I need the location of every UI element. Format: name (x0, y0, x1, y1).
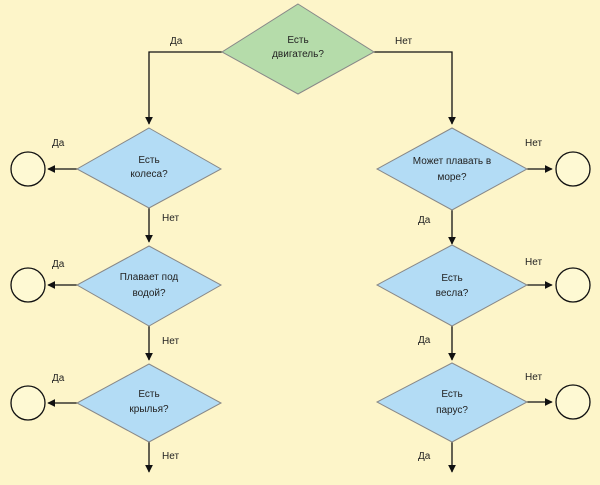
diamond-root (221, 3, 375, 95)
terminal-right1 (555, 151, 591, 187)
edge-root-yes (145, 51, 222, 125)
decision-root: Есть двигатель? (221, 3, 375, 95)
diamond-left3 (75, 363, 223, 443)
connectors (47, 51, 553, 473)
terminal-left3 (10, 385, 46, 421)
terminal-left1 (10, 151, 46, 187)
diamond-right2 (375, 244, 529, 327)
left1-line-1: Есть (138, 155, 159, 166)
label-left3-no: Нет (162, 451, 179, 462)
label-right1-yes: Да (418, 215, 431, 226)
terminal-left2 (10, 267, 46, 303)
label-root-no: Нет (395, 36, 412, 47)
label-right2-yes: Да (418, 335, 431, 346)
decision-left1: Есть колеса? (75, 127, 223, 209)
edge-labels: Да Нет Да Нет Да Нет Да Нет Нет Да Нет Д… (52, 36, 542, 462)
right3-line-1: Есть (441, 389, 462, 400)
diamond-left2 (75, 245, 223, 327)
edge-root-no (374, 51, 456, 125)
label-left2-yes: Да (52, 259, 65, 270)
label-right3-no: Нет (525, 372, 542, 383)
right1-line-2: море? (437, 172, 467, 183)
diamond-left1 (75, 127, 223, 209)
label-right3-yes: Да (418, 451, 431, 462)
left2-line-1: Плавает под (120, 272, 179, 283)
label-left2-no: Нет (162, 336, 179, 347)
root-line-1: Есть (287, 35, 308, 46)
terminal-right2 (555, 267, 591, 303)
left2-line-2: водой? (132, 288, 166, 299)
terminals (10, 151, 591, 421)
left3-line-2: крылья? (129, 404, 169, 415)
label-left1-yes: Да (52, 138, 65, 149)
right1-line-1: Может плавать в (413, 156, 491, 167)
label-left3-yes: Да (52, 373, 65, 384)
right2-line-1: Есть (441, 273, 462, 284)
root-line-2: двигатель? (272, 49, 324, 60)
label-right2-no: Нет (525, 257, 542, 268)
decision-right3: Есть парус? (375, 362, 529, 443)
decision-left2: Плавает под водой? (75, 245, 223, 327)
decision-left3: Есть крылья? (75, 363, 223, 443)
label-right1-no: Нет (525, 138, 542, 149)
right3-line-2: парус? (436, 405, 468, 416)
left1-line-2: колеса? (130, 169, 168, 180)
decision-right2: Есть весла? (375, 244, 529, 327)
left3-line-1: Есть (138, 389, 159, 400)
right2-line-2: весла? (436, 288, 469, 299)
decision-right1: Может плавать в море? (375, 127, 529, 211)
diamond-right3 (375, 362, 529, 443)
terminal-right3 (555, 384, 591, 420)
diamond-right1 (375, 127, 529, 211)
label-left1-no: Нет (162, 213, 179, 224)
label-root-yes: Да (170, 36, 183, 47)
